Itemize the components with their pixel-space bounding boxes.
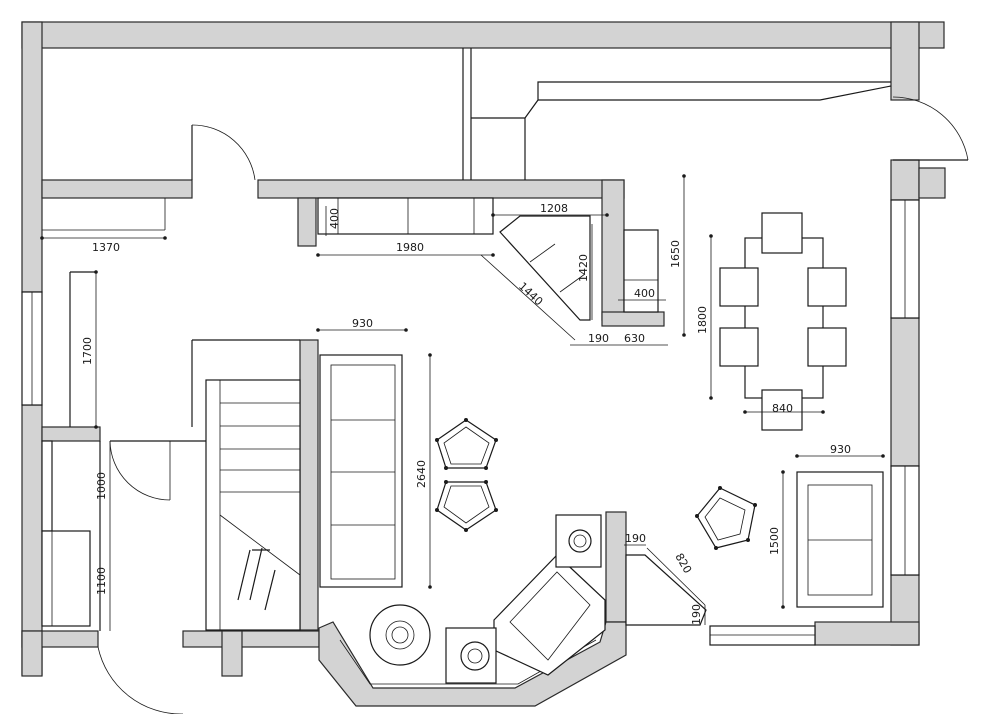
right-outer-wall-top xyxy=(890,21,920,101)
bay-closet-wall xyxy=(605,511,627,623)
dim-1650: 1650 xyxy=(669,240,682,268)
top-outer-wall xyxy=(21,21,945,49)
garage-area xyxy=(191,48,969,181)
dim-1800: 1800 xyxy=(696,306,709,334)
dim-1420: 1420 xyxy=(577,254,590,282)
wc-cabinet-upper xyxy=(41,440,53,532)
dim-190-c: 190 xyxy=(690,604,703,625)
sofa-long xyxy=(319,354,403,588)
dim-840: 840 xyxy=(772,402,793,415)
dim-190-a: 190 xyxy=(588,332,609,345)
bottom-window xyxy=(709,625,816,646)
hall-cabinets xyxy=(42,197,659,321)
corner-cabinet xyxy=(499,215,591,321)
dim-1700: 1700 xyxy=(81,337,94,365)
dim-930-right: 930 xyxy=(830,443,851,456)
bottom-mid-pier xyxy=(221,630,243,677)
dining-table xyxy=(744,237,824,399)
dim-1500: 1500 xyxy=(768,527,781,555)
dim-930-sofa: 930 xyxy=(352,317,373,330)
dimension-labels: 1208 400 1370 1980 1420 1650 1440 400 17… xyxy=(81,202,851,625)
dim-630: 630 xyxy=(624,332,645,345)
windows xyxy=(21,199,920,685)
sofa-right xyxy=(796,471,884,608)
dim-400-mid: 400 xyxy=(634,287,655,300)
dim-1000: 1000 xyxy=(95,472,108,500)
garage-bottom-wall xyxy=(41,179,193,199)
bottom-right-wall xyxy=(814,621,920,646)
stair-arrow-icon xyxy=(237,547,276,611)
stair-side-wall xyxy=(299,339,319,631)
living-room-furniture xyxy=(319,354,756,684)
round-stool-small xyxy=(460,641,490,671)
left-outer-wall-upper xyxy=(21,21,43,293)
kitchen-partition-vertical xyxy=(601,179,625,321)
wc-door-swing xyxy=(109,440,171,501)
bay-window-wall xyxy=(318,621,627,707)
kitchen-partition-horizontal xyxy=(601,311,665,327)
right-outer-wall-mid xyxy=(890,159,920,201)
dim-1980: 1980 xyxy=(396,241,424,254)
dimension-lines xyxy=(42,176,883,631)
pentagon-stools xyxy=(436,419,497,531)
garage-bottom-wall-b xyxy=(257,179,625,199)
cabinet-1980 xyxy=(317,197,494,235)
staircase xyxy=(191,339,301,631)
cabinet-1650 xyxy=(623,229,659,313)
right-outer-wall-lower xyxy=(890,317,920,467)
wc-top-wall xyxy=(41,426,101,442)
dim-190-b: 190 xyxy=(625,532,646,545)
dim-1100: 1100 xyxy=(95,567,108,595)
walls xyxy=(21,21,946,707)
dining-set xyxy=(719,212,884,608)
bottom-left-pier xyxy=(21,630,43,677)
round-stool-large xyxy=(369,604,431,666)
closet-triangle xyxy=(625,554,707,626)
wc-cabinet-lower xyxy=(41,530,91,627)
dim-400-top: 400 xyxy=(328,208,341,229)
bottom-left-wall-b xyxy=(182,630,320,648)
right-door-swing xyxy=(892,96,969,161)
dim-2640: 2640 xyxy=(415,460,428,488)
right-outer-wall-stub xyxy=(918,167,946,199)
wc-room xyxy=(41,271,206,714)
entry-door-swing xyxy=(97,646,183,714)
dimension-end-marks xyxy=(40,174,885,609)
dim-820: 820 xyxy=(672,551,694,576)
dim-1440: 1440 xyxy=(516,280,545,309)
dim-1370: 1370 xyxy=(92,241,120,254)
hall-stub-wall xyxy=(297,197,317,247)
dim-1208: 1208 xyxy=(540,202,568,215)
garage-door-swing xyxy=(191,124,256,181)
